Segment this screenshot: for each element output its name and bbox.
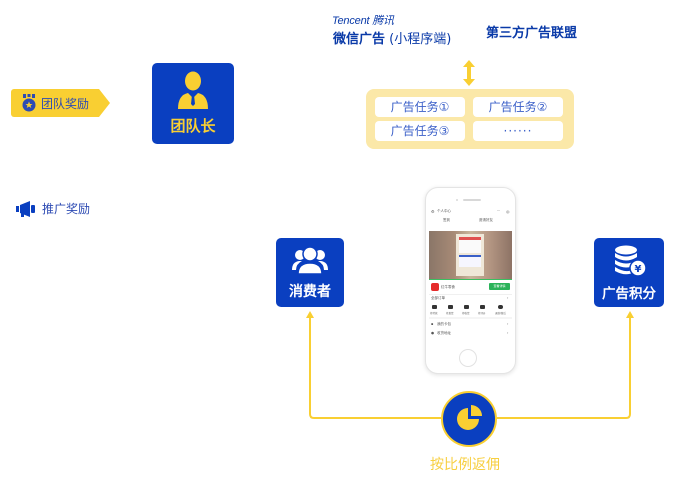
phone-camera [456,199,458,201]
screen-title: 个人中心 [437,209,451,213]
phone-mockup: ⚙ 个人中心 ··· ◎ 签到 邀请好友 红牛零食 查看详情 全部订单 › 待付… [425,187,516,374]
menu-icon-location: ● [431,331,435,335]
tencent-logo: Tencent 腾讯 [332,15,394,27]
order-label-2: 待发货 [446,312,454,315]
consumer-label: 消费者 [289,284,331,300]
ad-points-card: ¥ 广告积分 [594,238,664,307]
poster-image [456,234,484,276]
ad-task-1[interactable]: 广告任务① [375,97,465,117]
team-reward-label: 团队奖励 [41,97,90,111]
coins-icon: ¥ [615,245,646,277]
svg-text:¥: ¥ [635,264,642,275]
team-reward-tag: 团队奖励 [11,89,110,117]
promo-reward-label: 推广奖励 [42,202,91,216]
target-icon[interactable]: ◎ [506,209,510,214]
order-label-1: 待付款 [430,312,438,315]
store-detail-button[interactable]: 查看详情 [489,283,510,290]
screen-tab-left[interactable]: 签到 [443,218,450,222]
more-icon[interactable]: ··· [497,209,501,213]
team-leader-label: 团队长 [170,117,216,135]
wechat-ad-label: 微信广告 (小程序端) [333,28,451,47]
ad-task-panel: 广告任务① 广告任务② 广告任务③ ······ [366,89,574,149]
brand-logo-icon [431,283,439,291]
order-label-3: 待收货 [462,312,470,315]
order-label-5: 退款/售后 [495,312,506,315]
menu-item-card[interactable]: 我的卡包 [437,322,451,326]
order-label-4: 待评价 [478,312,486,315]
team-leader-card: 团队长 [152,63,234,144]
team-leader-icon [178,71,208,109]
pie-chart-icon [457,405,482,430]
ad-points-label: 广告积分 [602,286,656,302]
rebate-circle [441,391,497,447]
wechat-ad-main: 微信广告 [333,32,386,47]
ad-task-3[interactable]: 广告任务③ [375,121,465,141]
screen-banner-image [429,231,512,279]
phone-speaker [463,199,481,201]
chevron-right-icon: › [507,331,509,335]
screen-header: ⚙ 个人中心 ··· ◎ 签到 邀请好友 [429,207,512,231]
menu-icon-card: ▪ [431,322,434,326]
double-arrow-icon [463,60,475,86]
phone-home-button [459,349,477,367]
screen-progress-bar [429,279,512,280]
users-icon [292,246,328,274]
menu-item-address[interactable]: 收货地址 [437,331,451,335]
third-party-ad-alliance: 第三方广告联盟 [486,26,578,41]
rebate-label: 按比例返佣 [430,457,500,473]
medal-icon [22,94,36,112]
phone-screen: ⚙ 个人中心 ··· ◎ 签到 邀请好友 红牛零食 查看详情 全部订单 › 待付… [429,207,512,341]
consumer-card: 消费者 [276,238,344,307]
order-icon-5[interactable] [498,305,503,309]
order-icon-2[interactable] [448,305,453,309]
chevron-right-icon: › [507,322,509,326]
store-name: 红牛零食 [441,285,455,289]
settings-icon[interactable]: ⚙ [431,209,435,214]
order-icon-3[interactable] [464,305,469,309]
ad-task-more[interactable]: ······ [473,121,563,141]
megaphone-icon [16,201,35,217]
screen-tab-right[interactable]: 邀请好友 [479,218,493,222]
ad-task-2[interactable]: 广告任务② [473,97,563,117]
wechat-ad-sub: (小程序端) [385,32,452,47]
orders-section-title[interactable]: 全部订单 [431,296,445,300]
order-icon-4[interactable] [480,305,485,309]
order-icon-1[interactable] [432,305,437,309]
chevron-right-icon: › [507,296,509,300]
